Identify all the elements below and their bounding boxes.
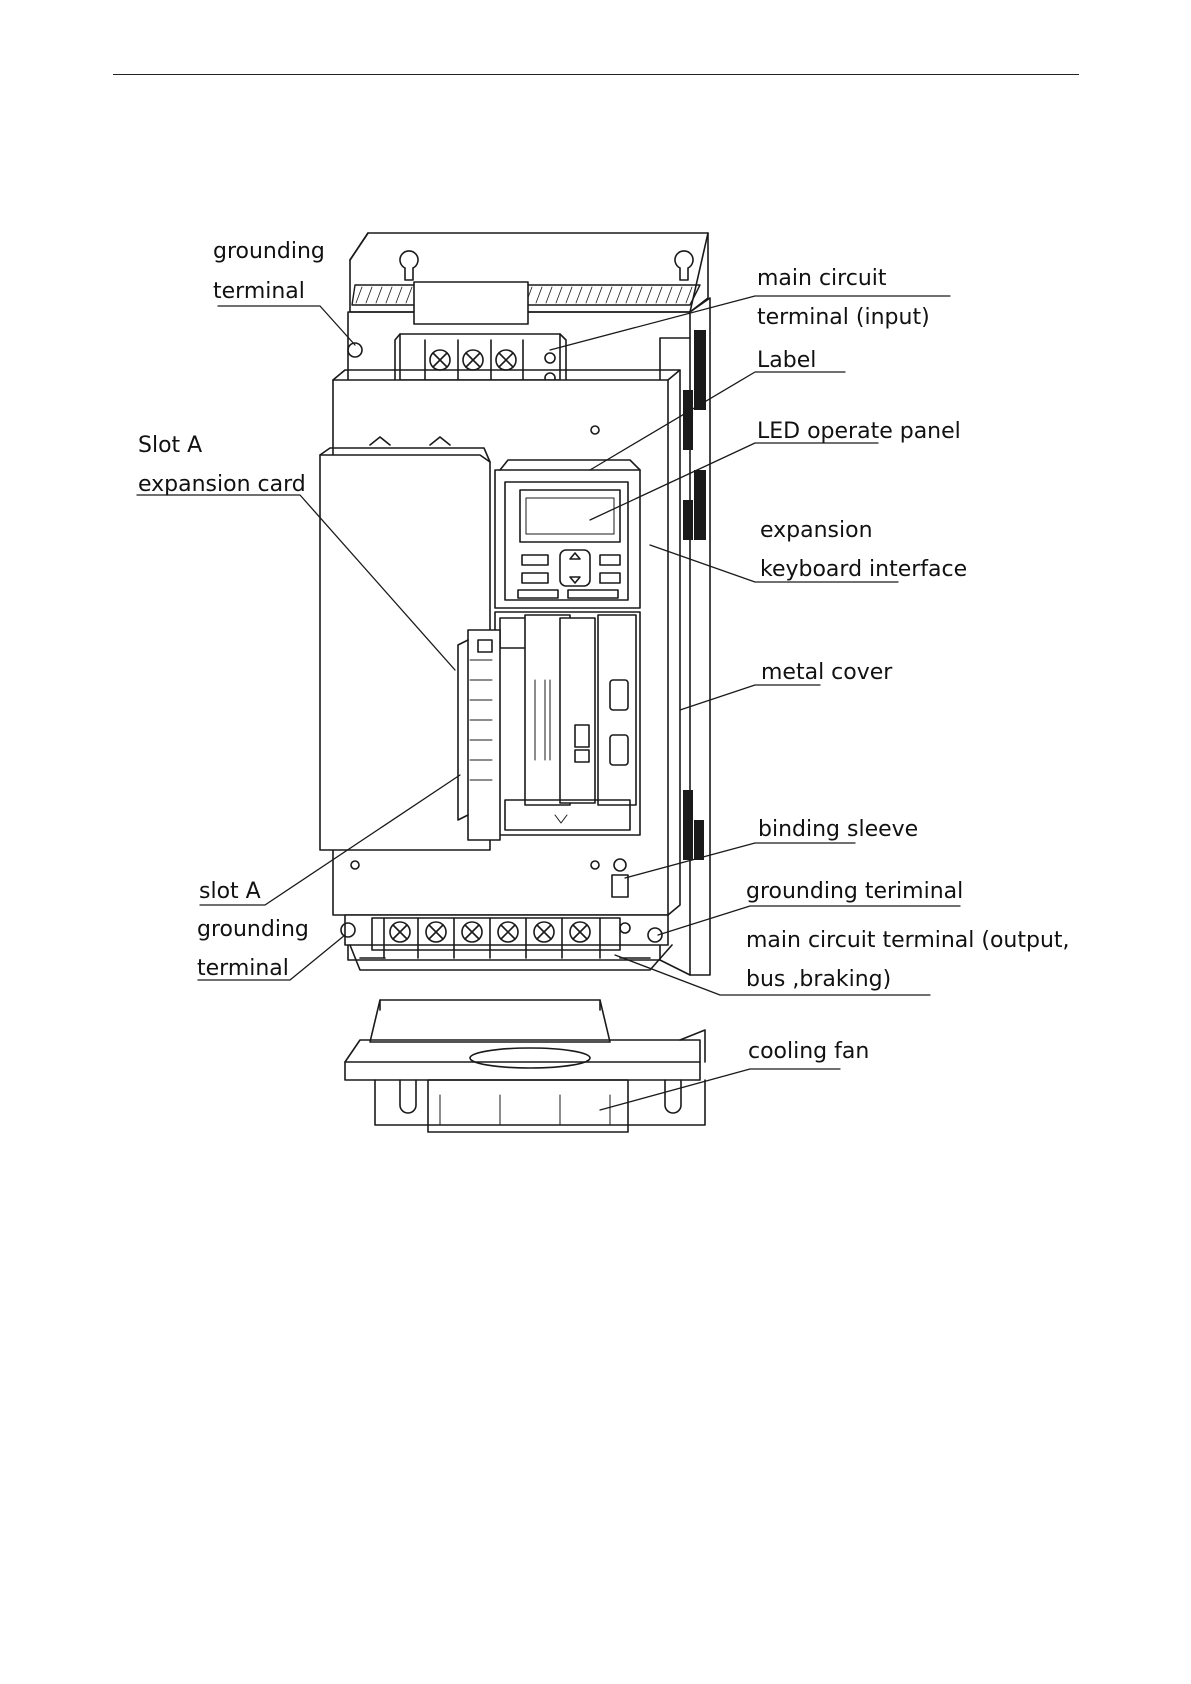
label-main-output-1: main circuit terminal (output, (746, 928, 1070, 954)
label-exp-kb-1: expansion (760, 518, 873, 544)
label-slot-a-gnd-2: grounding (197, 917, 309, 943)
label-main-output-2: bus ,braking) (746, 967, 891, 993)
led-panel (495, 460, 640, 608)
label-binding-sleeve: binding sleeve (758, 817, 918, 843)
slot-a-cover (320, 448, 490, 850)
label-label: Label (757, 348, 816, 374)
label-grounding-top-1: grounding (213, 239, 325, 265)
label-metal-cover: metal cover (761, 660, 892, 686)
label-cooling-fan: cooling fan (748, 1039, 869, 1065)
expansion-slots (495, 612, 640, 835)
label-led-panel: LED operate panel (757, 419, 961, 445)
label-main-input-2: terminal (input) (757, 305, 930, 331)
label-slot-a-2: expansion card (138, 472, 306, 498)
side-vents (683, 330, 706, 860)
label-grounding-right: grounding teriminal (746, 879, 963, 905)
label-slot-a-gnd-1: slot A (199, 879, 261, 905)
mounting-bracket (350, 233, 708, 312)
label-exp-kb-2: keyboard interface (760, 557, 967, 583)
output-terminals (341, 915, 672, 970)
label-slot-a-1: Slot A (138, 433, 202, 459)
label-main-input-1: main circuit (757, 266, 887, 292)
cooling-fan (345, 1000, 705, 1132)
label-slot-a-gnd-3: terminal (197, 956, 289, 982)
label-grounding-top-2: terminal (213, 279, 305, 305)
